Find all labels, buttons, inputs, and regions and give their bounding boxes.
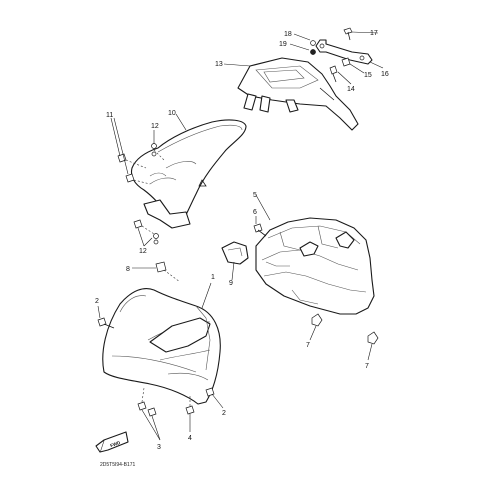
callout-2: 2 (222, 410, 226, 417)
callout-7: 7 (306, 342, 310, 349)
part-10-rear-fender (130, 119, 247, 229)
fasteners-6-8 (155, 223, 267, 283)
callout-8: 8 (126, 266, 130, 273)
callout-6: 6 (253, 209, 257, 216)
callout-12: 12 (139, 248, 147, 255)
callout-9: 9 (229, 280, 233, 287)
callout-16: 16 (381, 71, 389, 78)
callout-15: 15 (364, 72, 372, 79)
callout-18: 18 (284, 31, 292, 38)
part-9-clip (221, 241, 249, 265)
callout-10: 10 (168, 110, 176, 117)
part-5-inner-box (255, 217, 375, 315)
part-16-stay (315, 39, 373, 65)
callout-4: 4 (188, 435, 192, 442)
leader-lines (97, 31, 384, 441)
callout-7: 7 (365, 363, 369, 370)
callout-14: 14 (347, 86, 355, 93)
diagram-code: 2D5T5I94-B171 (100, 462, 136, 468)
callout-3: 3 (157, 444, 161, 451)
callout-2: 2 (95, 298, 99, 305)
callout-5: 5 (253, 192, 257, 199)
callout-labels: 1 2 2 3 4 5 6 7 7 8 9 10 11 12 12 13 14 … (95, 30, 389, 451)
callout-11: 11 (106, 112, 113, 119)
part-13-bracket (237, 57, 359, 131)
part-1-front-fender (102, 287, 221, 405)
callout-17: 17 (370, 30, 378, 37)
part-7-clips (311, 313, 379, 345)
fwd-label: FWD (110, 440, 122, 448)
callout-1: 1 (211, 274, 215, 281)
callout-12: 12 (151, 123, 159, 130)
front-direction-arrow: FWD (95, 431, 129, 453)
callout-19: 19 (279, 41, 287, 48)
callout-13: 13 (215, 61, 223, 68)
